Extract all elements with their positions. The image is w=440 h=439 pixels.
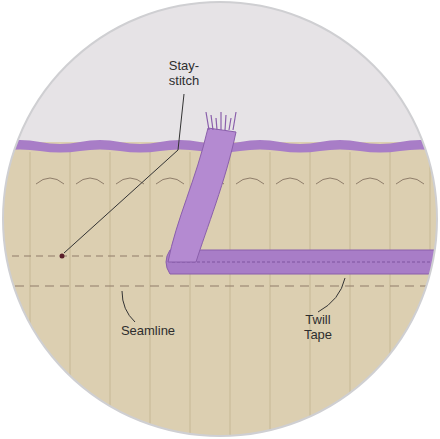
fringe-thread <box>211 115 213 130</box>
pleat-line <box>110 152 111 439</box>
pleat-line <box>270 152 271 439</box>
pleat-lines <box>30 152 440 439</box>
twill-tape <box>166 250 440 274</box>
fringe-thread <box>216 118 217 130</box>
seamline <box>0 285 440 286</box>
gather-stitch <box>316 178 344 184</box>
fringe-thread <box>220 112 221 130</box>
gather-stitch <box>436 178 440 184</box>
tape-fringe <box>206 112 236 130</box>
part-label: Twill Tape <box>290 312 346 342</box>
pleat-line <box>150 152 151 439</box>
gather-stitch <box>116 178 144 184</box>
pleat-line <box>70 152 71 439</box>
part-label: Seamline <box>108 323 188 338</box>
pleat-line <box>310 152 311 439</box>
tape-stitching <box>172 262 440 263</box>
pleat-line <box>350 152 351 439</box>
fringe-thread <box>225 115 226 130</box>
gather-stitch <box>156 178 184 184</box>
leader-line <box>122 291 135 322</box>
pleat-line <box>30 152 31 439</box>
leader-dot <box>60 254 65 259</box>
gather-stitch <box>76 178 104 184</box>
fringe-thread <box>206 112 209 130</box>
fringe-thread <box>233 112 236 130</box>
pleat-line <box>430 152 431 439</box>
pleat-line <box>230 152 231 439</box>
part-label: Stay- stitch <box>156 58 212 88</box>
gather-stitch <box>236 178 264 184</box>
leader-line <box>64 94 184 253</box>
gather-stitch <box>276 178 304 184</box>
leader-line <box>318 278 345 312</box>
fringe-thread <box>229 118 231 130</box>
gather-stitch <box>356 178 384 184</box>
gather-stitch <box>396 178 424 184</box>
stay-stitch-line <box>0 255 170 256</box>
vignette-border <box>3 2 437 436</box>
pleat-line <box>390 152 391 439</box>
gather-stitch <box>36 178 64 184</box>
